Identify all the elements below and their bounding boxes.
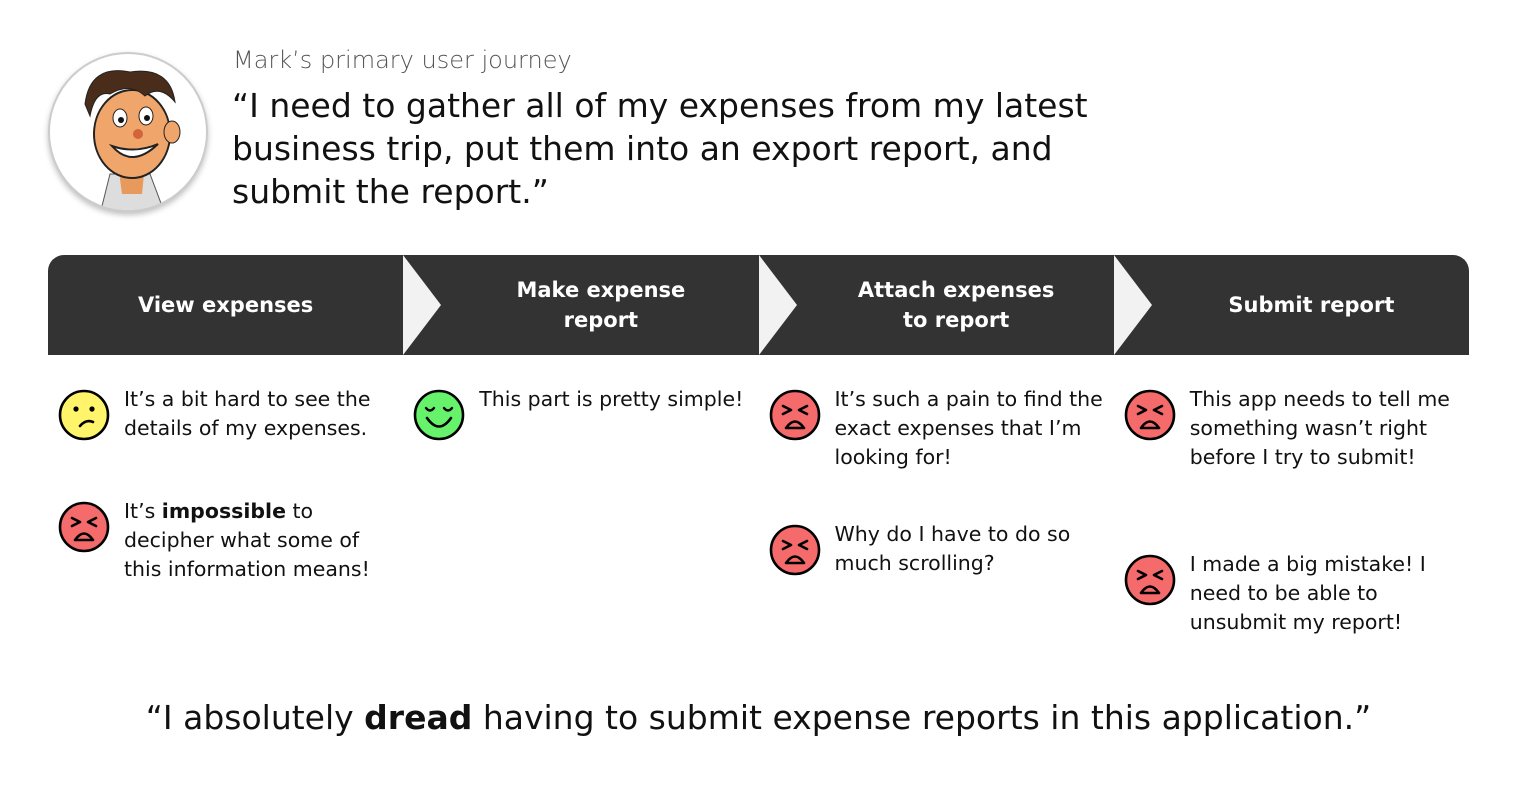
summary-quote-text: “I absolutely <box>145 698 365 737</box>
pain-point-item: This app needs to tell me something wasn… <box>1114 385 1469 472</box>
comment-text: Why do I have to do so much scrolling? <box>834 522 1071 575</box>
pain-point-text: I made a big mistake! I need to be able … <box>1190 550 1460 637</box>
angry-face-icon <box>769 524 820 576</box>
comment-text: This part is pretty simple! <box>479 387 744 411</box>
summary-quote-text: having to submit expense reports in this… <box>472 698 1372 737</box>
pain-point-item: It’s such a pain to find the exact expen… <box>759 385 1114 472</box>
pain-point-item: This part is pretty simple! <box>403 385 758 441</box>
comment-text: This app needs to tell me something wasn… <box>1189 387 1450 469</box>
chevron-arrow-icon <box>403 255 442 355</box>
summary-quote-emphasis: dread <box>364 698 473 737</box>
journey-steps-bar: View expenses Make expense report Attach e… <box>48 255 1469 355</box>
step-2: Make expense report <box>403 255 758 355</box>
comment-text: to decipher what some of this informatio… <box>124 499 370 581</box>
pain-point-item: I made a big mistake! I need to be able … <box>1114 550 1469 637</box>
pain-point-text: It’s a bit hard to see the details of my… <box>124 385 394 443</box>
angry-face-icon <box>769 389 820 441</box>
chevron-arrow-icon <box>758 255 797 355</box>
pain-point-item: Why do I have to do so much scrolling? <box>759 520 1114 578</box>
journey-subtitle: Mark’s primary user journey <box>233 46 572 74</box>
step-label: Make expense report <box>516 278 686 332</box>
pain-point-text: This app needs to tell me something wasn… <box>1190 385 1460 472</box>
user-goal-quote: “I need to gather all of my expenses fro… <box>232 86 1088 211</box>
comment-text: It’s <box>124 499 162 523</box>
step-label: View expenses <box>137 293 314 317</box>
pain-point-text: This part is pretty simple! <box>479 385 749 414</box>
pain-point-text: It’s impossible to decipher what some of… <box>124 497 394 584</box>
angry-face-icon <box>1124 554 1176 606</box>
angry-face-icon <box>1124 389 1176 441</box>
pain-point-text: It’s such a pain to find the exact expen… <box>835 385 1105 472</box>
happy-face-icon <box>413 389 465 441</box>
step-label: Attach expenses to report <box>857 278 1055 332</box>
pain-point-text: Why do I have to do so much scrolling? <box>835 520 1105 578</box>
pain-point-item: It’s impossible to decipher what some of… <box>48 497 403 584</box>
cartoon-portrait-icon <box>84 70 181 210</box>
step-4: Submit report <box>1113 255 1469 355</box>
confused-face-icon <box>58 389 110 441</box>
comment-text: It’s a bit hard to see the details of my… <box>124 387 371 440</box>
angry-face-icon <box>58 501 110 553</box>
comment-text: It’s such a pain to find the exact expen… <box>834 387 1103 469</box>
summary-quote: “I absolutely dread having to submit exp… <box>0 698 1517 737</box>
avatar <box>48 52 208 212</box>
step-label: Submit report <box>1228 293 1395 317</box>
step-1: View expenses <box>48 255 403 355</box>
comment-text: I made a big mistake! I need to be able … <box>1189 552 1426 634</box>
pain-point-item: It’s a bit hard to see the details of my… <box>48 385 403 443</box>
step-3: Attach expenses to report <box>758 255 1114 355</box>
chevron-arrow-icon <box>1113 255 1152 355</box>
comment-emphasis: impossible <box>161 499 286 523</box>
